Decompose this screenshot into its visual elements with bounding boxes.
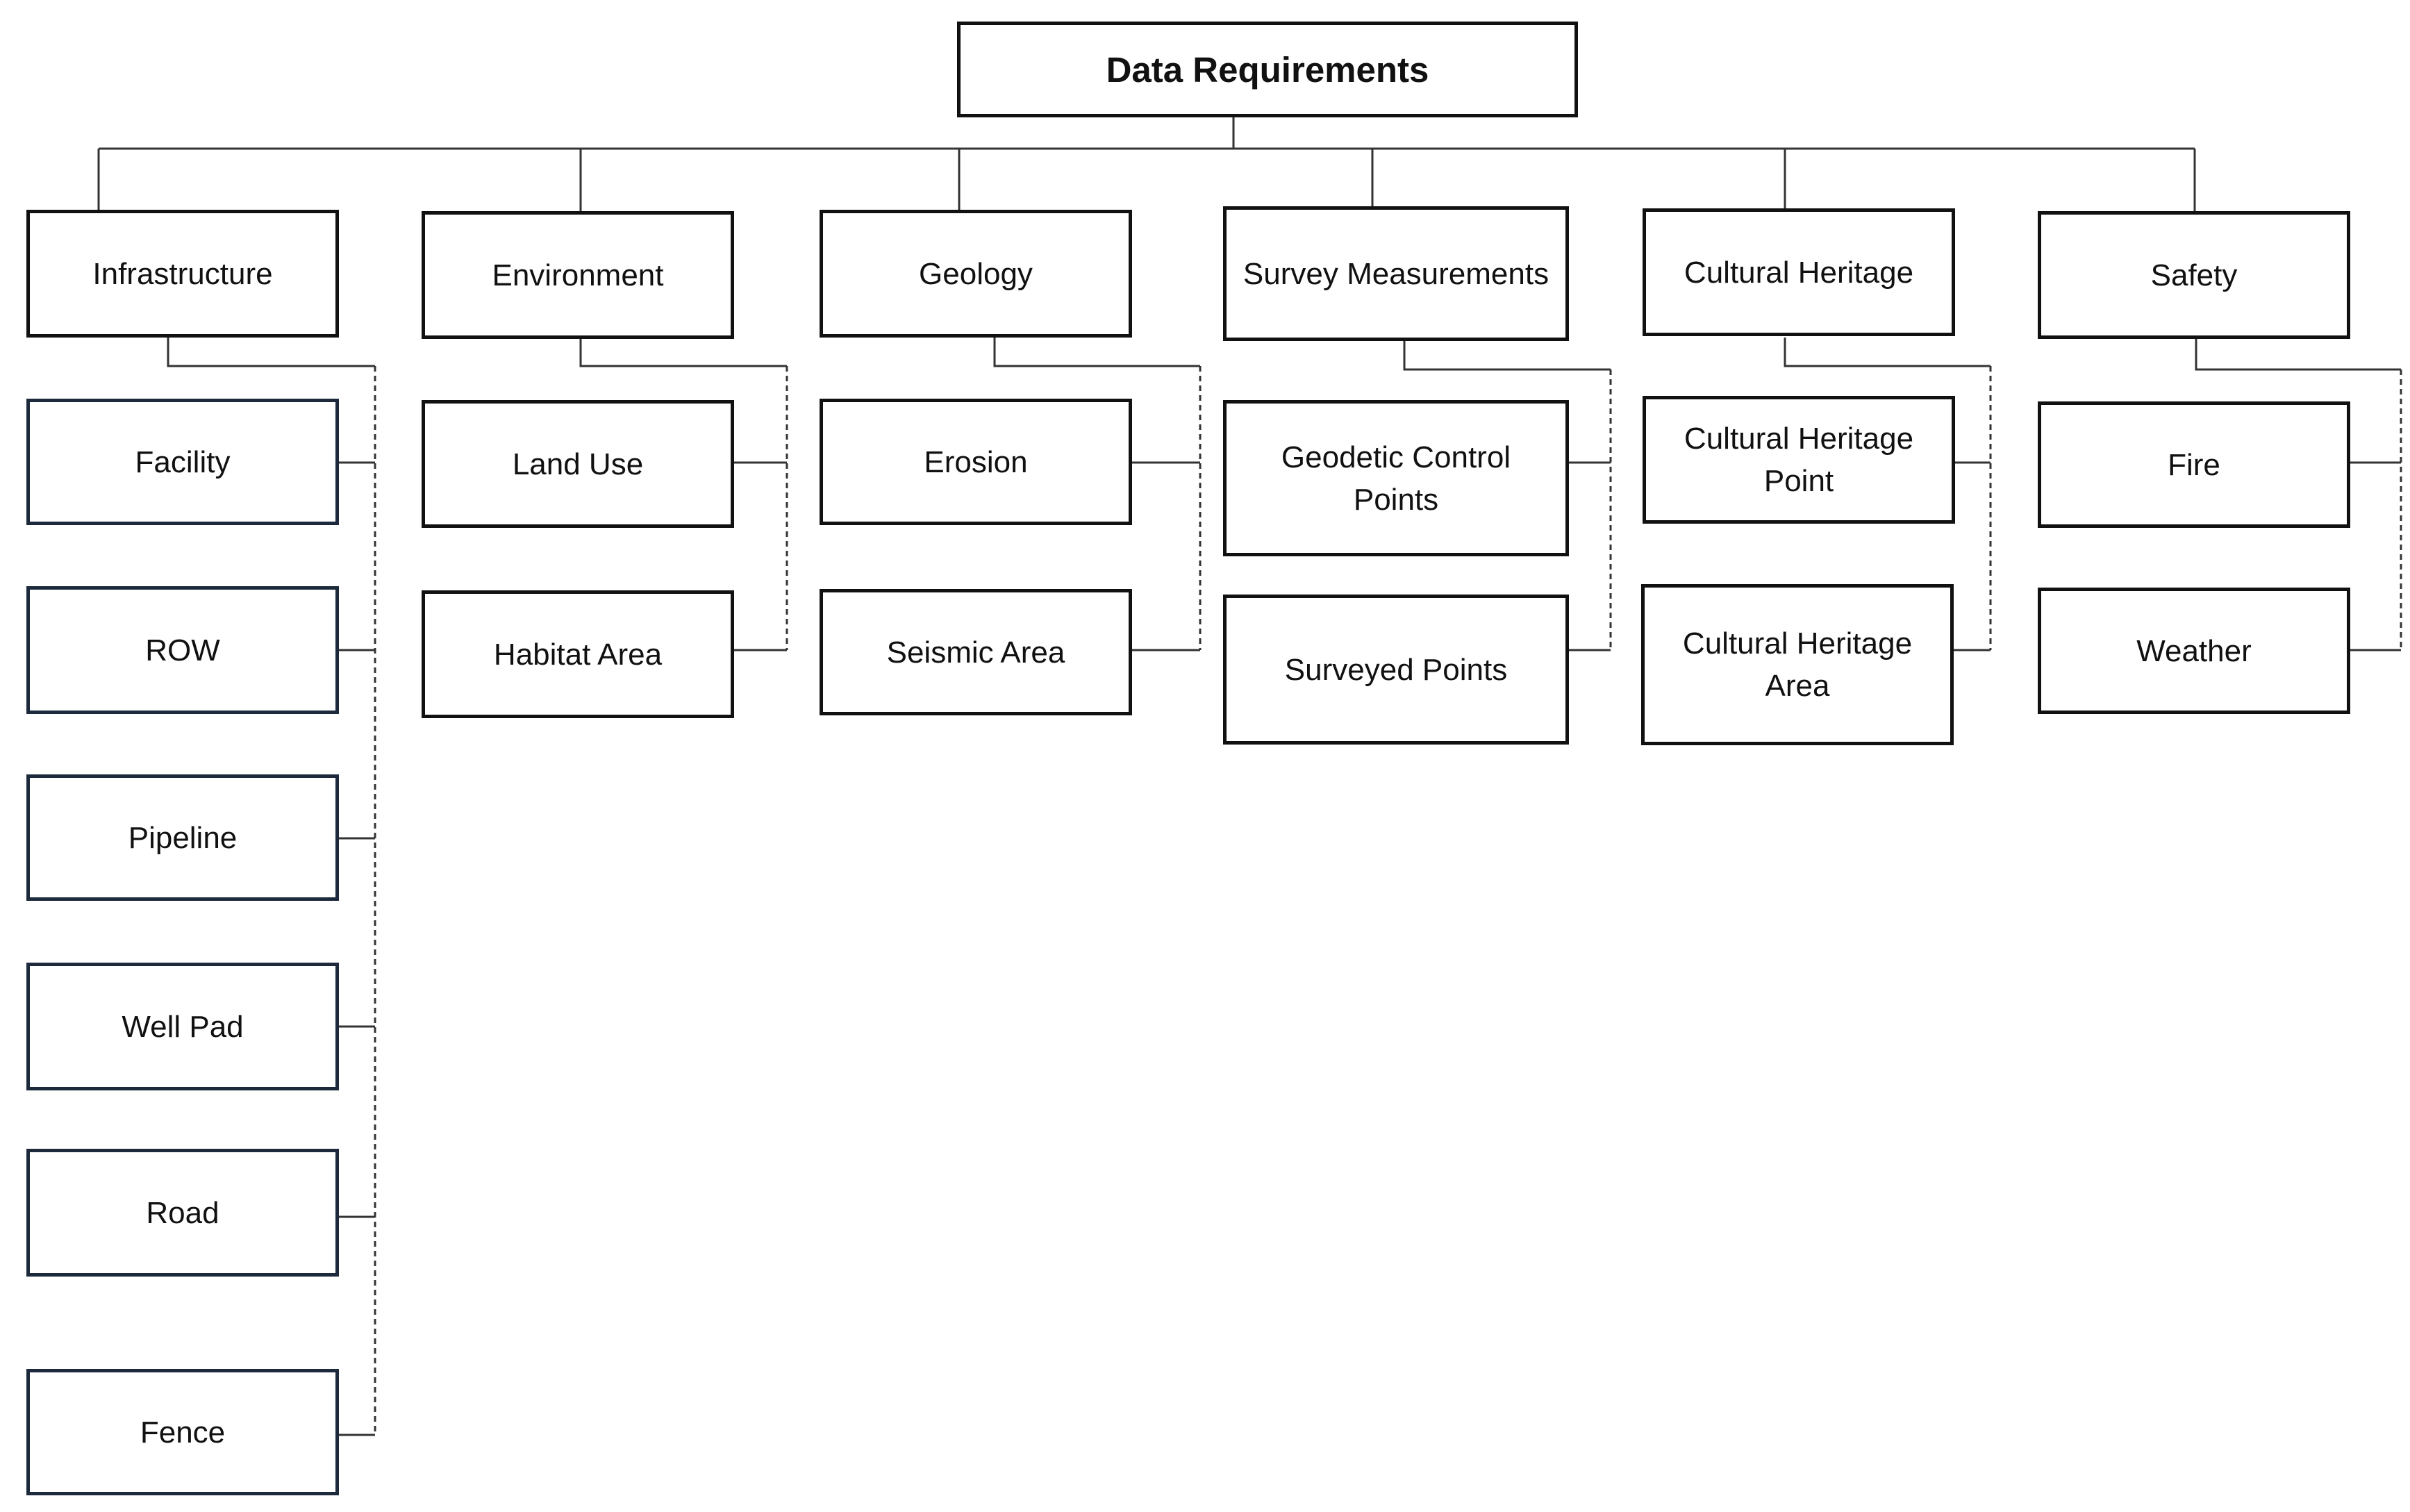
child-habitat-area: Habitat Area (422, 590, 734, 718)
child-fence: Fence (26, 1369, 339, 1495)
category-label: Safety (2150, 258, 2238, 292)
category-label: Environment (492, 258, 664, 292)
category-label: Cultural Heritage (1684, 255, 1914, 290)
category-environment: Environment (422, 211, 734, 339)
child-label: Habitat Area (493, 637, 663, 672)
root-node: Data Requirements (957, 22, 1578, 117)
child-label: Cultural Heritage Point (1684, 422, 1914, 498)
child-cultural-heritage-area: Cultural Heritage Area (1641, 584, 1954, 745)
child-label: Weather (2136, 633, 2252, 668)
child-road: Road (26, 1149, 339, 1277)
category-label: Infrastructure (92, 256, 273, 291)
child-label: Road (146, 1195, 219, 1230)
child-pipeline: Pipeline (26, 774, 339, 901)
child-label: Land Use (512, 447, 644, 481)
child-erosion: Erosion (820, 399, 1132, 525)
child-seismic-area: Seismic Area (820, 589, 1132, 715)
child-land-use: Land Use (422, 400, 734, 528)
category-cultural-heritage: Cultural Heritage (1643, 208, 1955, 336)
child-label: Geodetic Control Points (1281, 440, 1511, 517)
child-label: Pipeline (128, 820, 238, 855)
category-label: Survey Measurements (1243, 256, 1549, 291)
child-label: Erosion (924, 445, 1028, 479)
child-geodetic-control-points: Geodetic Control Points (1223, 400, 1569, 556)
child-surveyed-points: Surveyed Points (1223, 595, 1569, 745)
category-geology: Geology (820, 210, 1132, 338)
child-weather: Weather (2038, 588, 2350, 714)
child-well-pad: Well Pad (26, 963, 339, 1090)
category-label: Geology (919, 256, 1033, 291)
category-infrastructure: Infrastructure (26, 210, 339, 338)
child-label: Surveyed Points (1284, 652, 1508, 687)
child-label: ROW (145, 633, 220, 667)
child-cultural-heritage-point: Cultural Heritage Point (1643, 396, 1955, 524)
child-facility: Facility (26, 399, 339, 525)
child-row: ROW (26, 586, 339, 714)
category-safety: Safety (2038, 211, 2350, 339)
child-label: Fence (140, 1415, 226, 1449)
child-label: Cultural Heritage Area (1682, 626, 1913, 703)
child-label: Fire (2168, 447, 2220, 482)
child-label: Well Pad (122, 1009, 244, 1044)
child-fire: Fire (2038, 401, 2350, 528)
child-label: Seismic Area (886, 635, 1065, 670)
category-survey-measurements: Survey Measurements (1223, 206, 1569, 341)
root-label: Data Requirements (1106, 49, 1429, 90)
child-label: Facility (135, 445, 231, 479)
